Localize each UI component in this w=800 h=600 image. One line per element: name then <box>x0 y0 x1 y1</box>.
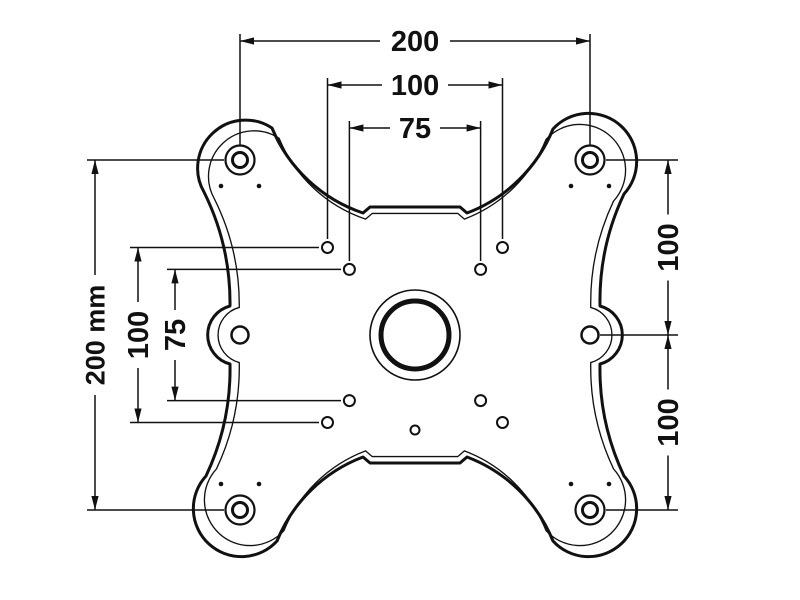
dim-label-100-right-lower: 100 <box>653 398 685 446</box>
corner-hole-bottom-right <box>568 481 612 526</box>
dimension-annotations: 200 100 75 <box>80 26 685 511</box>
pilot-hole <box>218 481 224 487</box>
center-hole <box>378 298 452 372</box>
pilot-hole <box>218 183 224 189</box>
hole-75-top-left <box>342 262 356 276</box>
dim-100-vertical-right-lower: 100 <box>606 335 685 511</box>
corner-hole-top-left <box>218 144 262 189</box>
side-hole-left <box>230 325 250 345</box>
pilot-hole <box>256 481 262 487</box>
pilot-hole <box>606 183 612 189</box>
dim-100-vertical-right-upper: 100 <box>600 159 685 336</box>
pilot-hole <box>256 183 262 189</box>
plate-inner-contour <box>203 123 627 547</box>
hole-100-bottom-left <box>321 416 334 429</box>
dim-100-horizontal: 100 <box>326 70 504 239</box>
hole-100-top-left <box>321 241 334 254</box>
dim-75-vertical-left: 75 <box>160 268 341 402</box>
pilot-hole <box>606 481 612 487</box>
dim-label-75-top: 75 <box>399 113 431 145</box>
dim-label-100-right-upper: 100 <box>653 223 685 271</box>
side-hole-right <box>580 325 600 345</box>
pilot-hole <box>568 183 574 189</box>
dim-200-horizontal: 200 <box>239 26 591 145</box>
dim-label-200mm-left: 200 mm <box>80 285 110 386</box>
pilot-hole <box>568 481 574 487</box>
dim-75-horizontal: 75 <box>348 113 482 261</box>
dim-200-vertical: 200 mm <box>80 159 224 511</box>
hole-75-top-right <box>474 262 488 276</box>
corner-hole-bottom-left <box>218 481 262 526</box>
corner-hole-top-right <box>568 144 612 189</box>
hole-100-bottom-right <box>496 416 509 429</box>
dim-label-100-top: 100 <box>391 70 439 102</box>
dim-label-75-left: 75 <box>160 319 192 351</box>
dim-100-vertical-left: 100 <box>123 246 319 424</box>
small-center-bottom-hole <box>409 424 421 436</box>
dim-label-200-top: 200 <box>391 26 439 58</box>
hole-75-bottom-right <box>474 394 488 408</box>
hole-100-top-right <box>496 241 509 254</box>
hole-75-bottom-left <box>342 394 356 408</box>
plate-holes <box>218 144 612 526</box>
dim-label-100-left: 100 <box>123 311 155 359</box>
